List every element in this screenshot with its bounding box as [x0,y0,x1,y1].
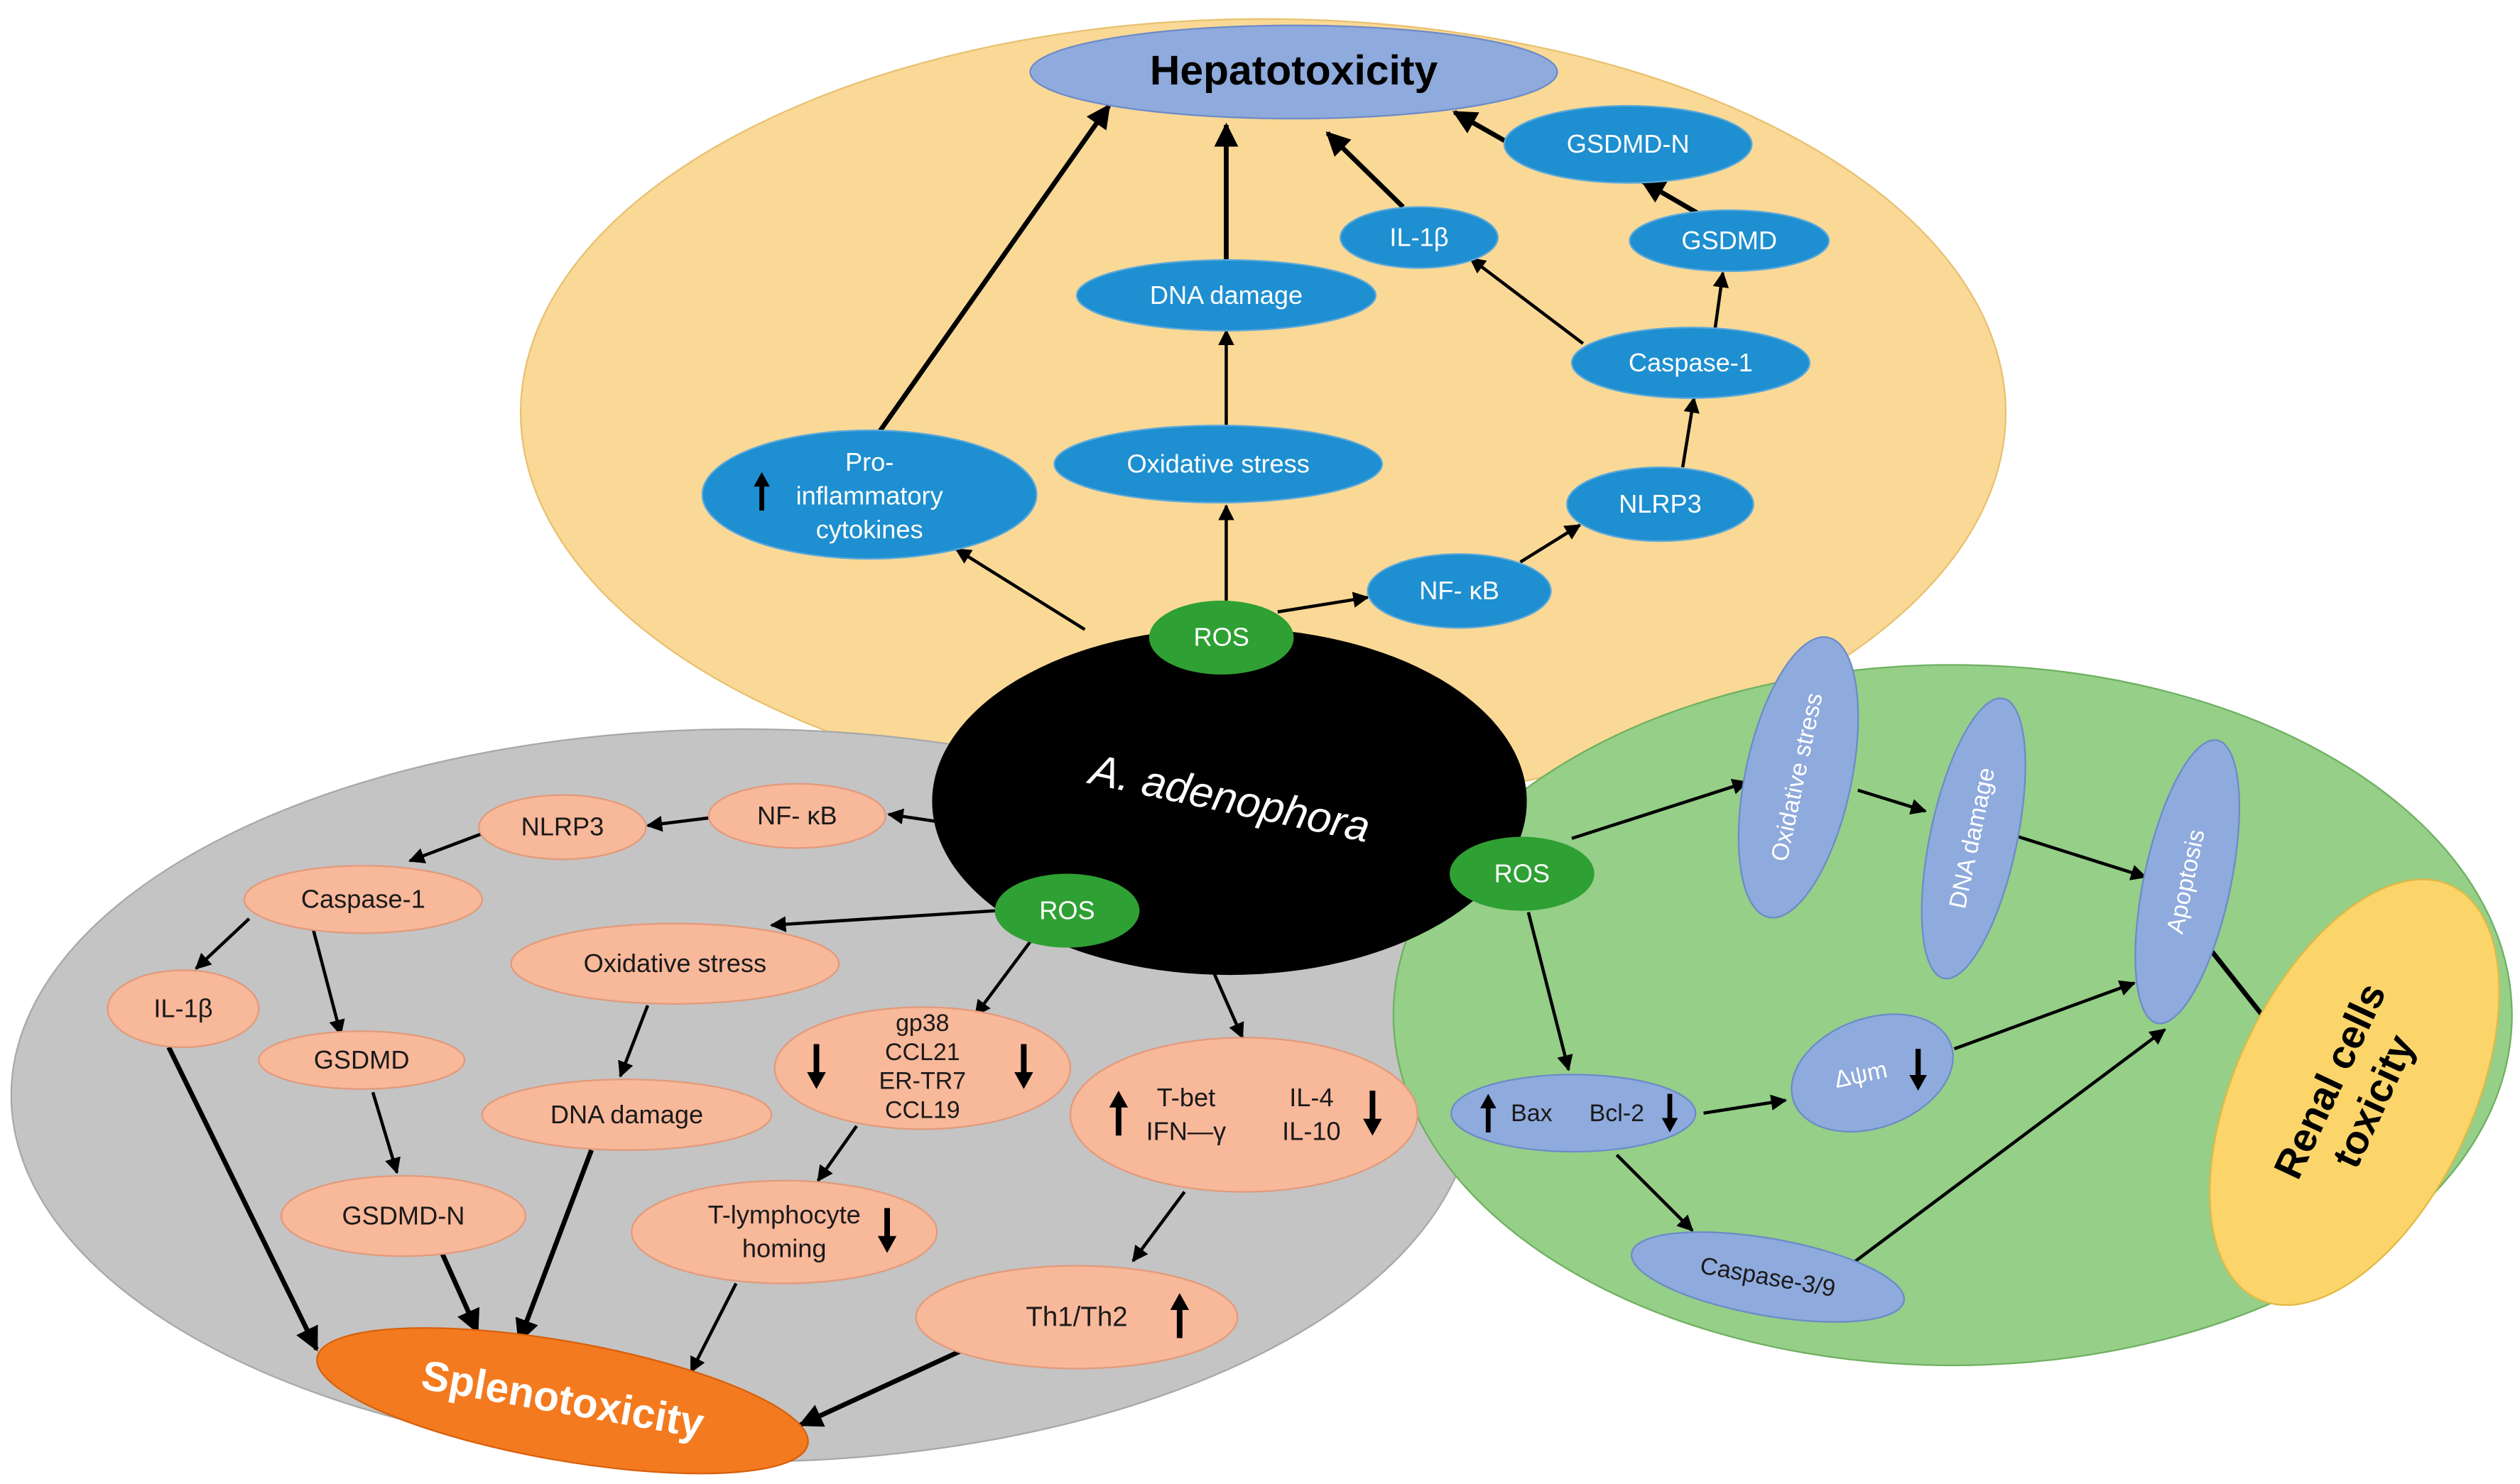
arrow-gsdmdn-to-splenotoxicity [440,1252,480,1334]
liver-oxidative-stress-node [1053,425,1384,503]
arrow-ros-to-pro-inflammatory [955,547,1086,631]
liver-nfkb-label: NF- κB [1419,576,1499,605]
spleen-caspase1-node [243,865,483,934]
liver-gsdmd-label: GSDMD [1681,226,1777,255]
kidney-caspase39-node [1631,1231,1906,1323]
arrow-nfkb-to-nlrp3-liver [1519,523,1582,564]
spleen-t-homing-node [631,1179,938,1284]
arrow-caspase1-to-il1b-liver [1469,257,1585,345]
liver-pro-inflammatory-node [701,429,1038,560]
hepatotoxicity-label: Hepatotoxicity [1150,48,1438,94]
liver-il1b-node [1340,206,1499,269]
renal-toxicity-node [2209,878,2500,1306]
liver-gsdmdn-node [1503,104,1753,184]
spleen-ros-node [994,873,1140,948]
arrow-bax-to-caspase39 [1615,1153,1694,1232]
kidney-bax-bcl2-node [1450,1074,1697,1153]
hepatotoxicity-node [1029,24,1558,120]
liver-nlrp3-node [1566,466,1754,542]
spleen-chemokines-node [773,1006,1072,1130]
spleen-gsdmdn-node [280,1174,527,1257]
liver-oxidative-stress-label: Oxidative stress [1126,449,1309,478]
liver-caspase1-node [1570,327,1810,399]
arrow-nfkb-to-nlrp3-spleen [646,815,712,832]
liver-il1b-label: IL-1β [1389,222,1448,251]
arrow-dna-to-splenotoxicity [515,1149,594,1344]
arrow-deltapsi-to-apoptosis [1953,980,2136,1051]
arrow-gsdmd-to-gsdmdn-liver [1640,179,1705,219]
spleen-nfkb-node [707,782,886,849]
liver-dna-damage-node [1075,259,1377,332]
arrow-ros-to-bax [1526,912,1573,1071]
spleen-oxidative-stress-label: Oxidative stress [584,949,766,978]
arrow-bcl2-to-deltapsi [1703,1094,1788,1115]
arrow-ros-to-oxidative-stress-spleen [769,909,997,932]
spleen-oxidative-stress-node [510,922,840,1005]
spleen-nlrp3-node [478,794,647,861]
arrow-ros-to-chemokines [974,938,1033,1017]
spleen-ros-label: ROS [1039,895,1095,924]
liver-dna-damage-label: DNA damage [1150,280,1303,310]
spleen-caspase1-label: Caspase-1 [301,885,425,914]
liver-gsdmdn-label: GSDMD-N [1567,129,1690,158]
arrow-caspase39-to-apoptosis [1850,1028,2166,1266]
pathway-arrows [166,104,2293,1427]
arrow-gsdmdn-to-hepatotoxicity [1452,110,1516,148]
arrow-chemokines-to-thoming [816,1125,858,1182]
liver-nfkb-node [1367,553,1552,629]
arrow-nlrp3-to-caspase1-liver [1680,396,1700,468]
arrow-center-to-tbet [1212,971,1244,1040]
liver-ros-label: ROS [1193,623,1249,652]
kidney-deltapsi-node [1791,1013,1954,1133]
arrow-ros-to-nfkb-liver [1277,591,1369,613]
spleen-immune-node [1069,1037,1418,1193]
arrow-dna-to-apoptosis [2018,835,2147,880]
splenotoxicity-node [316,1327,809,1475]
arrow-ros-to-oxidative-kidney [1571,779,1749,840]
arrow-caspase1-to-gsdmd-spleen [312,929,345,1037]
arrow-thoming-to-splenotoxicity [689,1282,738,1374]
kidney-bax-label: Bax [1511,1100,1553,1127]
arrow-caspase1-to-il1b-spleen [195,917,251,970]
liver-ros-node [1148,600,1294,675]
liver-gsdmd-node [1629,209,1830,273]
spleen-nfkb-label: NF- κB [757,801,837,830]
spleen-il1b-label: IL-1β [153,993,212,1022]
spleen-dna-damage-label: DNA damage [550,1100,703,1129]
spleen-th1th2-node [915,1265,1239,1370]
arrow-il1b-to-splenotoxicity [166,1046,319,1352]
arrow-gsdmd-to-gsdmdn-spleen [371,1091,401,1174]
spleen-th1th2-label: Th1/Th2 [1026,1302,1127,1332]
arrow-tbet-to-th1th2 [1131,1191,1186,1262]
kidney-bcl2-label: Bcl-2 [1590,1100,1644,1127]
spleen-dna-damage-node [481,1079,773,1151]
spleen-nlrp3-label: NLRP3 [521,812,604,841]
liver-nlrp3-label: NLRP3 [1619,489,1702,518]
arrow-il1b-to-hepatotoxicity [1325,131,1405,209]
arrow-th1th2-to-splenotoxicity [798,1347,966,1427]
spleen-gsdmdn-label: GSDMD-N [342,1201,465,1230]
arrow-nlrp3-to-caspase1-spleen [408,831,483,863]
kidney-ros-label: ROS [1494,858,1550,888]
spleen-gsdmd-label: GSDMD [314,1045,410,1074]
kidney-dna-damage-node [1921,697,2026,980]
spleen-il1b-node [107,969,260,1049]
kidney-ros-node [1450,836,1595,911]
arrow-oxidative-to-dna-spleen [618,1005,650,1078]
arrow-pro-inflammatory-to-hepatotoxicity [874,104,1112,439]
arrow-caspase1-to-gsdmd-liver [1712,271,1729,332]
spleen-gsdmd-node [258,1030,466,1090]
kidney-oxidative-stress-node [1737,636,1859,919]
liver-caspase1-label: Caspase-1 [1629,348,1753,377]
arrow-oxidative-to-dna-kidney [1857,788,1927,815]
kidney-apoptosis-node [2134,739,2240,1025]
